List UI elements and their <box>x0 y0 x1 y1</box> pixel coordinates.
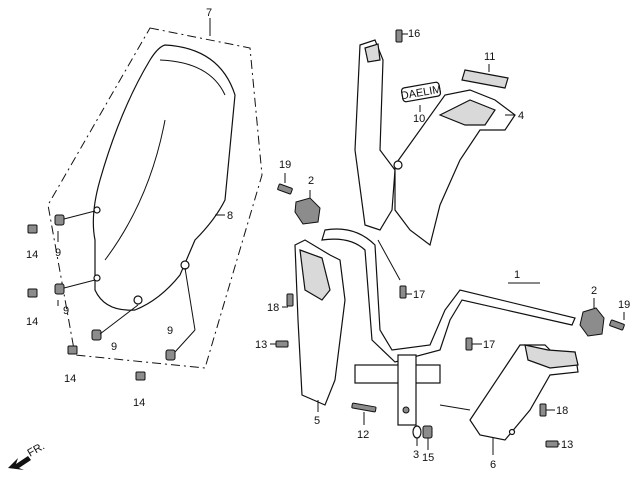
callout-labels: 1 2 2 3 4 5 6 7 8 9 9 9 9 10 11 12 13 13… <box>26 7 631 471</box>
callout-9-a: 9 <box>55 247 61 259</box>
callout-9-c: 9 <box>111 341 117 353</box>
callout-3: 3 <box>413 449 419 461</box>
callout-10: 10 <box>413 113 425 125</box>
callout-14-b: 14 <box>26 316 38 328</box>
handlebar-pipe <box>321 228 576 426</box>
windscreen-group-outline <box>47 27 263 369</box>
windscreen <box>92 44 236 311</box>
callout-8: 8 <box>227 210 233 222</box>
callout-2-right: 2 <box>591 285 597 297</box>
leader-lines <box>270 33 625 455</box>
bolt-19-set <box>277 183 625 331</box>
callout-4: 4 <box>518 110 524 122</box>
callout-19-left: 19 <box>279 159 291 171</box>
emblem: DAELIM <box>400 81 442 102</box>
callout-1: 1 <box>514 269 520 281</box>
callout-14-c: 14 <box>64 373 76 385</box>
callout-13-right: 13 <box>561 439 573 451</box>
callout-5: 5 <box>314 415 320 427</box>
callout-12: 12 <box>357 429 369 441</box>
callout-6: 6 <box>490 459 496 471</box>
left-lower-cover <box>294 239 346 406</box>
callout-18-right: 18 <box>556 405 568 417</box>
front-direction-arrow <box>8 456 31 470</box>
grommet-9-set <box>54 214 176 361</box>
callout-9-d: 9 <box>167 325 173 337</box>
callout-7: 7 <box>206 7 212 19</box>
handlebar-upper-cover <box>354 39 516 247</box>
callout-11: 11 <box>484 51 495 63</box>
windscreen-leaders <box>57 18 225 353</box>
callout-18-left: 18 <box>267 302 279 314</box>
callout-2-left: 2 <box>308 175 314 187</box>
callout-9-b: 9 <box>63 305 69 317</box>
callout-19-right: 19 <box>618 299 630 311</box>
callout-14-a: 14 <box>26 249 38 261</box>
callout-17-lower: 17 <box>483 339 495 351</box>
callout-15: 15 <box>422 452 434 464</box>
callout-13-left: 13 <box>255 339 267 351</box>
callout-17-upper: 17 <box>413 289 425 301</box>
screw-14-set <box>27 224 146 381</box>
bar-end-weights <box>294 197 605 337</box>
callout-16: 16 <box>408 28 420 40</box>
direction-label: FR. <box>26 440 47 459</box>
callout-14-d: 14 <box>133 397 145 409</box>
label-strip <box>461 69 509 89</box>
right-lower-cover <box>469 344 579 441</box>
